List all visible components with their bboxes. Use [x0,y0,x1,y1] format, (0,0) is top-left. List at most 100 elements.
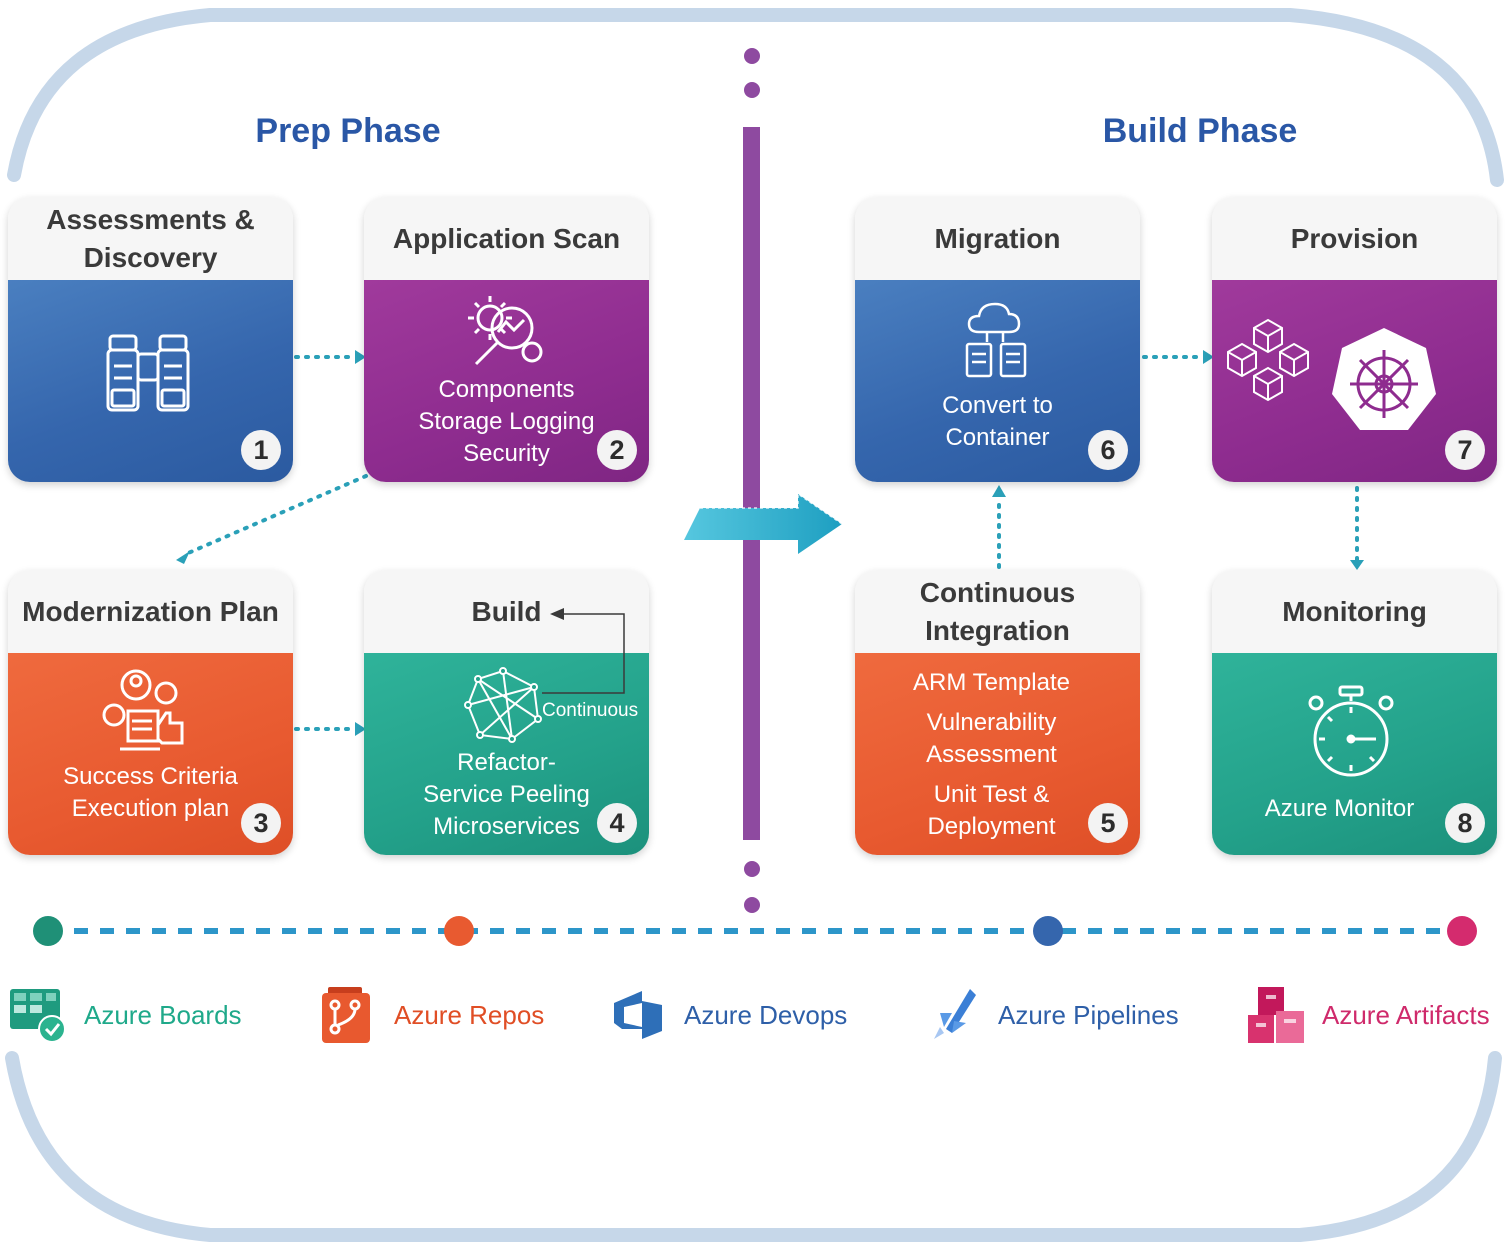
step-number: 2 [597,430,637,470]
artifacts-icon [1248,987,1304,1043]
text-line: Unit Test & [933,781,1050,808]
text-line: Service Peeling [423,781,590,808]
continuous-label: Continuous [542,700,639,721]
text-line: Microservices [433,813,580,840]
divider-dot [744,82,760,98]
card-text: Convert to Container [855,390,1140,454]
card-title: Application Scan [364,197,649,280]
card-body: Refactor- Service Peeling Microservices … [364,653,649,855]
card-text: Components Storage Logging Security [364,374,649,470]
text-line: Vulnerability [926,709,1057,736]
card-title: Monitoring [1212,570,1497,653]
network-mesh-icon [464,667,542,743]
tool-label: Azure Artifacts [1322,999,1490,1030]
text-line: Convert to [942,392,1053,419]
cloud-documents-icon [965,302,1027,378]
card-body: Components Storage Logging Security 2 [364,280,649,482]
tool-azure-artifacts: Azure Artifacts [1246,985,1490,1045]
text-line: Refactor- [457,749,556,776]
binoculars-icon [106,334,190,412]
divider-bar [743,127,760,840]
arrowhead [1350,560,1364,570]
frame-bottom-arc [5,1051,1502,1242]
text-line: Deployment [927,813,1056,840]
card-title: Continuous Integration [855,570,1140,653]
phase-arrow [684,492,843,554]
timeline-dot-blue [1033,916,1063,946]
card-assessments: Assessments & Discovery 1 [8,197,293,482]
card-text: Success Criteria Execution plan [8,761,293,825]
step-number: 8 [1445,803,1485,843]
step-number: 5 [1088,803,1128,843]
tool-label: Azure Boards [84,999,242,1030]
divider-dot [744,897,760,913]
text-line: Container [945,424,1050,451]
text-line: Security [463,440,550,467]
step-number: 6 [1088,430,1128,470]
card-title: Provision [1212,197,1497,280]
step-number: 1 [241,430,281,470]
card-title: Modernization Plan [8,570,293,653]
step-number: 7 [1445,430,1485,470]
text-line: Assessment [926,741,1057,768]
card-body: 7 [1212,280,1497,482]
divider-dot [744,48,760,64]
continuous-loop-arrow [542,608,625,694]
card-text: Refactor- Service Peeling Microservices [364,747,649,843]
timeline-dot-orange [444,916,474,946]
card-title: Migration [855,197,1140,280]
connector-2-3 [184,474,368,556]
arrowhead [355,350,366,364]
card-title: Build [364,570,649,653]
stopwatch-icon [1308,685,1394,777]
timeline-dot-green [33,916,63,946]
card-body: ARM Template Vulnerability Assessment Un… [855,653,1140,855]
team-thumbs-up-icon [102,669,184,751]
card-modernization-plan: Modernization Plan Success Criteria Exec… [8,570,293,855]
text-line: Azure Monitor [1264,795,1415,822]
arrowhead [176,551,190,564]
divider-dot [744,861,760,877]
devops-icon [614,991,662,1039]
arrowhead [1203,350,1214,364]
arrowhead [355,722,366,736]
pipelines-icon [934,989,976,1039]
prep-phase-title: Prep Phase [255,112,441,150]
frame-top-arc [7,7,1504,187]
kubernetes-icon [1332,328,1436,430]
text-line: ARM Template [913,669,1070,696]
build-phase-title: Build Phase [1102,112,1298,150]
arrowhead [992,485,1006,497]
gear-magnifier-icon [468,296,543,366]
cubes-icon [1227,318,1309,402]
card-continuous-integration: Continuous Integration ARM Template Vuln… [855,570,1140,855]
text-line: Storage Logging [418,408,595,435]
card-provision: Provision [1212,197,1497,482]
tool-label: Azure Devops [684,999,848,1030]
repos-icon [322,987,370,1043]
step-number: 4 [597,803,637,843]
card-body: Success Criteria Execution plan 3 [8,653,293,855]
tool-azure-boards: Azure Boards [8,985,242,1045]
boards-icon [10,989,66,1043]
timeline-dot-pink [1447,916,1477,946]
card-text: ARM Template Vulnerability Assessment Un… [855,667,1128,843]
text-line: Success Criteria [63,763,238,790]
card-migration: Migration Convert to Container [855,197,1140,482]
tool-label: Azure Pipelines [998,999,1179,1030]
card-application-scan: Application Scan Components Storage Logg… [364,197,649,482]
step-number: 3 [241,803,281,843]
card-body: Convert to Container 6 [855,280,1140,482]
card-body: 1 [8,280,293,482]
card-monitoring: Monitoring [1212,570,1497,855]
tool-label: Azure Repos [394,999,545,1030]
tool-azure-devops: Azure Devops [608,985,847,1045]
tool-azure-pipelines: Azure Pipelines [922,985,1179,1045]
card-title: Assessments & Discovery [8,197,293,280]
card-text: Azure Monitor [1212,793,1467,825]
tool-azure-repos: Azure Repos [318,985,544,1045]
card-build: Build [364,570,649,855]
card-body: Azure Monitor 8 [1212,653,1497,855]
